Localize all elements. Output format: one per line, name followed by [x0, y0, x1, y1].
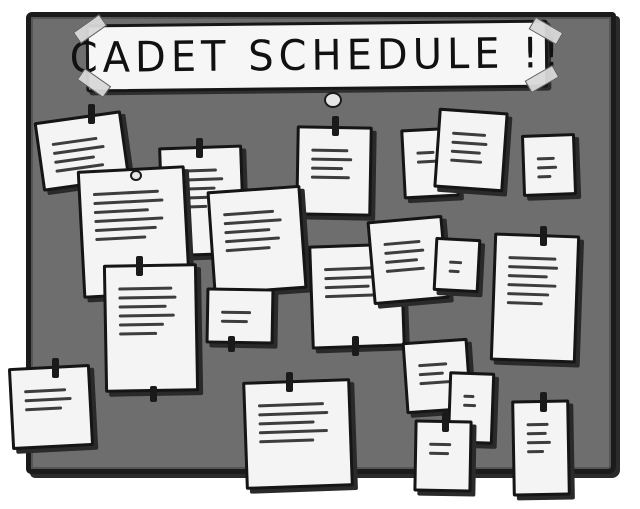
list-item[interactable]	[433, 107, 509, 193]
clip-icon	[136, 256, 143, 276]
list-item[interactable]	[205, 287, 275, 345]
clip-icon	[150, 386, 157, 402]
title-banner: CADET SCHEDULE !!	[69, 19, 565, 93]
clip-icon	[196, 138, 203, 158]
clip-icon	[286, 372, 293, 392]
list-item[interactable]	[7, 363, 95, 451]
page-title: CADET SCHEDULE !!	[69, 29, 565, 83]
list-item[interactable]	[520, 133, 578, 197]
clip-icon	[540, 226, 547, 246]
list-item[interactable]	[206, 184, 308, 296]
clip-icon	[352, 336, 359, 356]
list-item[interactable]	[295, 125, 373, 217]
pushpin-icon	[130, 170, 142, 181]
list-item[interactable]	[511, 399, 571, 497]
clip-icon	[88, 104, 95, 124]
list-item[interactable]	[432, 236, 482, 294]
clip-icon	[540, 392, 547, 412]
pushpin-icon	[324, 92, 342, 108]
list-item[interactable]	[242, 378, 354, 490]
clip-icon	[332, 116, 339, 136]
clip-icon	[442, 412, 449, 432]
list-item[interactable]	[102, 263, 200, 393]
clip-icon	[52, 358, 59, 378]
list-item[interactable]	[489, 232, 581, 364]
clip-icon	[228, 336, 235, 352]
